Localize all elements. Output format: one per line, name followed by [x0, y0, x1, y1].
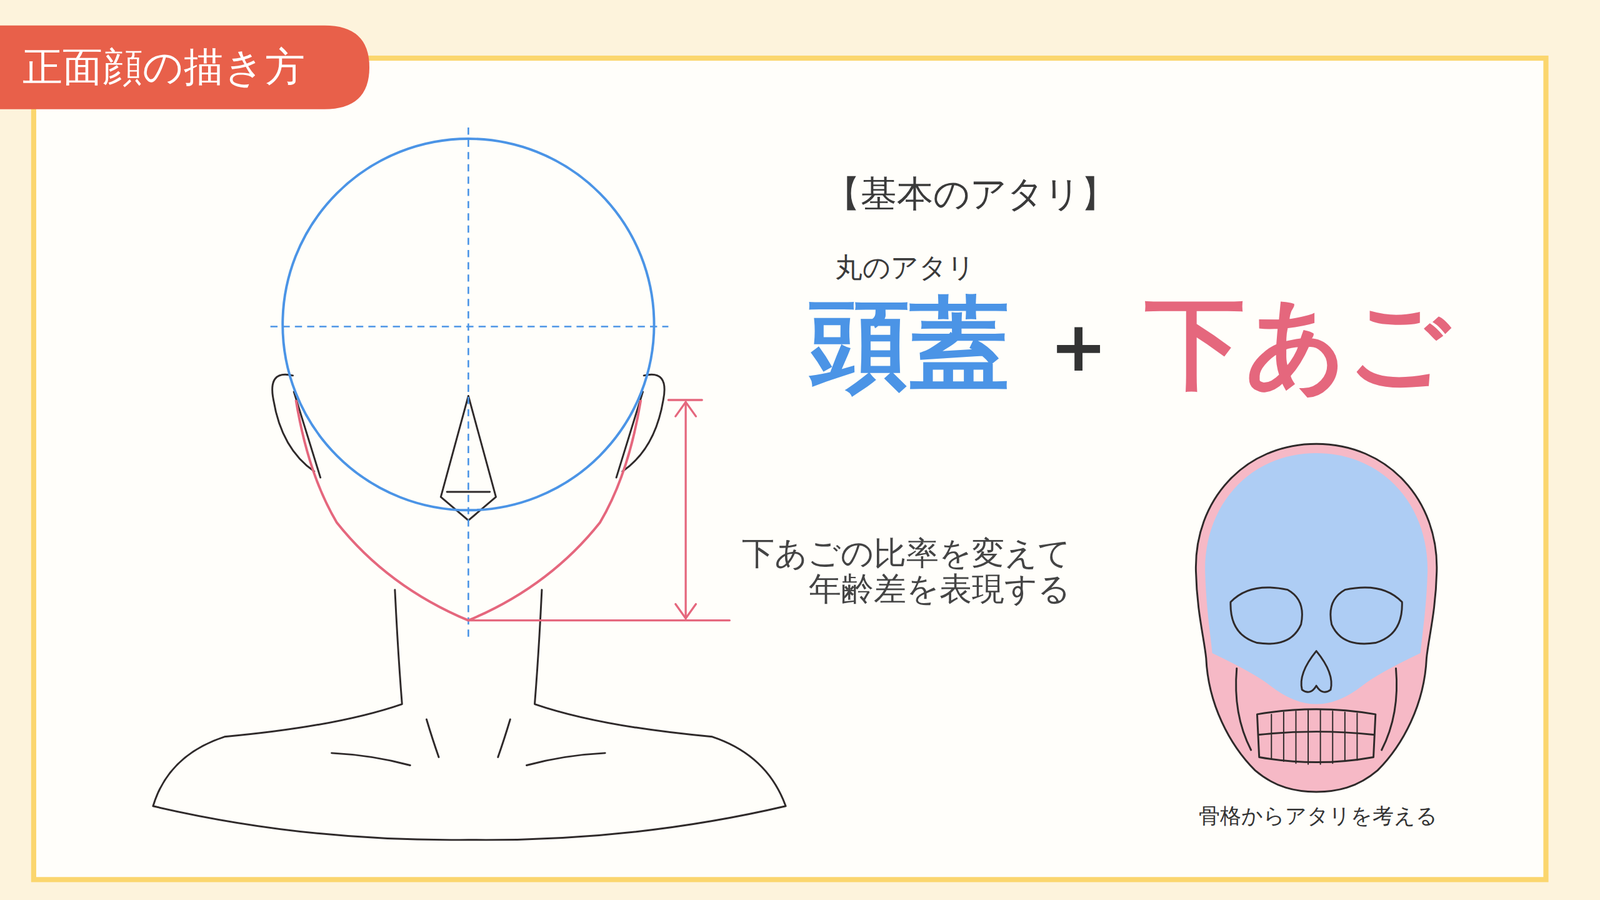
dimension-line	[685, 401, 687, 619]
arrowhead	[675, 604, 697, 619]
neck-muscle	[426, 719, 439, 757]
title-tab	[0, 25, 370, 110]
skull-outline	[1195, 443, 1437, 792]
plus-sign: +	[1050, 307, 1108, 387]
title: 正面顔の描き方	[22, 44, 305, 91]
ruby-note: 丸のアタリ	[835, 251, 975, 284]
skull-illustration	[1195, 443, 1437, 792]
nose-line	[446, 490, 490, 493]
eye-socket	[1230, 587, 1302, 644]
skull-term: 頭蓋	[809, 286, 1010, 402]
eye-socket	[1330, 587, 1402, 644]
teeth	[1271, 710, 1357, 765]
center-guide	[467, 127, 470, 638]
panel	[33, 58, 1547, 880]
section-heading: 【基本のアタリ】	[824, 173, 1117, 215]
dimension-tick	[668, 398, 702, 401]
dimension-tick	[468, 619, 730, 622]
jaw-term: 下あご	[1145, 286, 1450, 402]
dimension-arrow	[468, 400, 730, 621]
caption-note: 骨格からアタリを考える	[1198, 804, 1438, 829]
collarbone	[526, 753, 605, 766]
neck-shoulders	[153, 374, 786, 840]
cheek-line	[1236, 668, 1252, 750]
collarbone	[331, 753, 411, 766]
nasal-cavity	[1301, 651, 1332, 693]
neck-muscle	[498, 719, 511, 757]
cranium-fill	[1205, 453, 1428, 705]
arrowhead	[675, 401, 697, 417]
teeth-line	[1259, 731, 1374, 735]
eye-guide	[270, 325, 669, 328]
note: 下あごの比率を変えて 年齢差を表現する	[732, 535, 1071, 607]
body-outline	[153, 590, 786, 840]
jaw-line	[295, 400, 641, 621]
cheek-line	[1381, 668, 1397, 750]
